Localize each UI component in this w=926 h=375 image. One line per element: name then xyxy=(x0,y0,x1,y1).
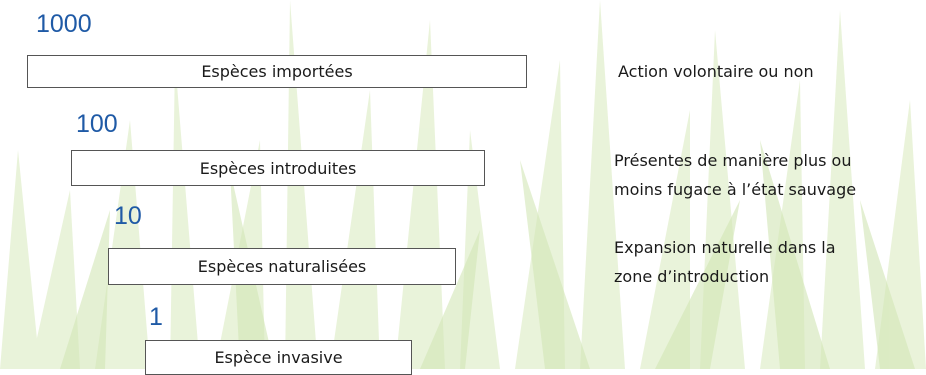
level-box-invasive: Espèce invasive xyxy=(145,340,412,375)
level-label-introduced: Espèces introduites xyxy=(199,158,357,178)
description-imported: Action volontaire ou non xyxy=(618,57,814,86)
description-introduced: Présentes de manière plus ou moins fugac… xyxy=(614,146,856,204)
description-line: zone d’introduction xyxy=(614,267,770,286)
description-line: Expansion naturelle dans la xyxy=(614,238,836,257)
description-naturalized: Expansion naturelle dans la zone d’intro… xyxy=(614,233,836,291)
description-line: Présentes de manière plus ou xyxy=(614,151,852,170)
level-box-imported: Espèces importées xyxy=(27,55,527,88)
level-box-introduced: Espèces introduites xyxy=(71,150,485,186)
description-line: moins fugace à l’état sauvage xyxy=(614,180,857,199)
level-count-1000: 1000 xyxy=(36,10,92,38)
level-count-10: 10 xyxy=(114,202,142,230)
level-count-1: 1 xyxy=(149,303,163,331)
level-count-100: 100 xyxy=(76,110,118,138)
description-line: Action volontaire ou non xyxy=(618,62,814,81)
level-label-imported: Espèces importées xyxy=(201,62,353,81)
level-label-naturalized: Espèces naturalisées xyxy=(197,257,367,276)
level-label-invasive: Espèce invasive xyxy=(214,348,343,367)
level-box-naturalized: Espèces naturalisées xyxy=(108,248,456,285)
